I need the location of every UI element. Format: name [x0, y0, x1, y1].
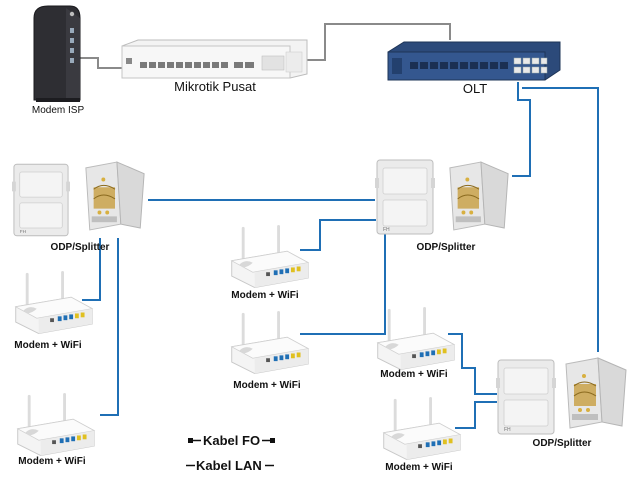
wifi-router-icon [382, 396, 462, 461]
fiber-line-olt-to-odp-middle [512, 82, 531, 177]
fiber-cables [82, 82, 599, 429]
wifi-router-icon [14, 270, 94, 335]
router-rack-icon [121, 39, 308, 79]
router-label: Modem + WiFi [14, 340, 82, 351]
fiber-line-odp-middle-to-router-3 [300, 219, 376, 251]
modem-isp: Modem ISP [32, 5, 85, 116]
wifi-router-icon [230, 224, 310, 289]
router-label: Modem + WiFi [18, 456, 86, 467]
fiber-line-odp-middle-to-router-4 [300, 234, 386, 335]
odp-box-icon [12, 163, 70, 237]
legend-fo-label: Kabel FO [203, 433, 260, 448]
olt-switch-icon [387, 41, 561, 81]
legend-lan: Kabel LAN [186, 458, 274, 473]
odp-splitter-left: ODP/Splitter [12, 161, 145, 253]
router-6: Modem + WiFi [382, 396, 462, 473]
fiber-line-odp-left-to-router-2 [100, 238, 119, 416]
odp-splitter-label: ODP/Splitter [51, 242, 110, 253]
router-1: Modem + WiFi [14, 270, 94, 351]
odp-splitter-label: ODP/Splitter [417, 242, 476, 253]
odp-splitter-middle: ODP/Splitter [375, 159, 509, 253]
router-3: Modem + WiFi [230, 224, 310, 301]
odp-open-box-icon [565, 357, 627, 429]
router-label: Modem + WiFi [233, 380, 301, 391]
wifi-router-icon [376, 306, 456, 371]
olt-label: OLT [463, 81, 487, 96]
odp-open-box-icon [85, 161, 145, 231]
odp-open-box-icon [449, 161, 509, 231]
odp-splitter-label: ODP/Splitter [533, 438, 592, 449]
fiber-line-olt-to-odp-bottom [522, 87, 599, 352]
router-label: Modem + WiFi [385, 462, 453, 473]
legend-fo: Kabel FO [188, 433, 275, 448]
mikrotik-label: Mikrotik Pusat [174, 79, 256, 94]
router-2: Modem + WiFi [16, 392, 96, 467]
legend: Kabel FO Kabel LAN [186, 433, 275, 473]
legend-fo-left-cap [188, 438, 193, 443]
fiber-line-odp-left-to-router-1 [82, 238, 101, 301]
mikrotik-router: Mikrotik Pusat [121, 39, 308, 94]
isp-modem-icon [33, 5, 81, 102]
legend-fo-right-cap [270, 438, 275, 443]
lan-cables [78, 23, 451, 69]
router-4: Modem + WiFi [230, 310, 310, 391]
router-label: Modem + WiFi [380, 369, 448, 380]
modem-isp-label: Modem ISP [32, 105, 85, 116]
lan-line-modem-to-mikrotik [78, 57, 122, 69]
router-5: Modem + WiFi [376, 306, 456, 380]
fiber-line-odp-bottom-to-router-6 [455, 401, 497, 429]
odp-box-icon [496, 359, 556, 435]
odp-splitter-bottom: ODP/Splitter [496, 357, 627, 449]
legend-lan-label: Kabel LAN [196, 458, 262, 473]
wifi-router-icon [16, 392, 96, 457]
odp-box-icon [375, 159, 435, 235]
lan-line-mikrotik-to-olt [307, 23, 451, 61]
olt-device: OLT [387, 41, 561, 96]
fiber-line-odp-bottom-to-router-5 [448, 333, 497, 395]
wifi-router-icon [230, 310, 310, 375]
router-label: Modem + WiFi [231, 290, 299, 301]
